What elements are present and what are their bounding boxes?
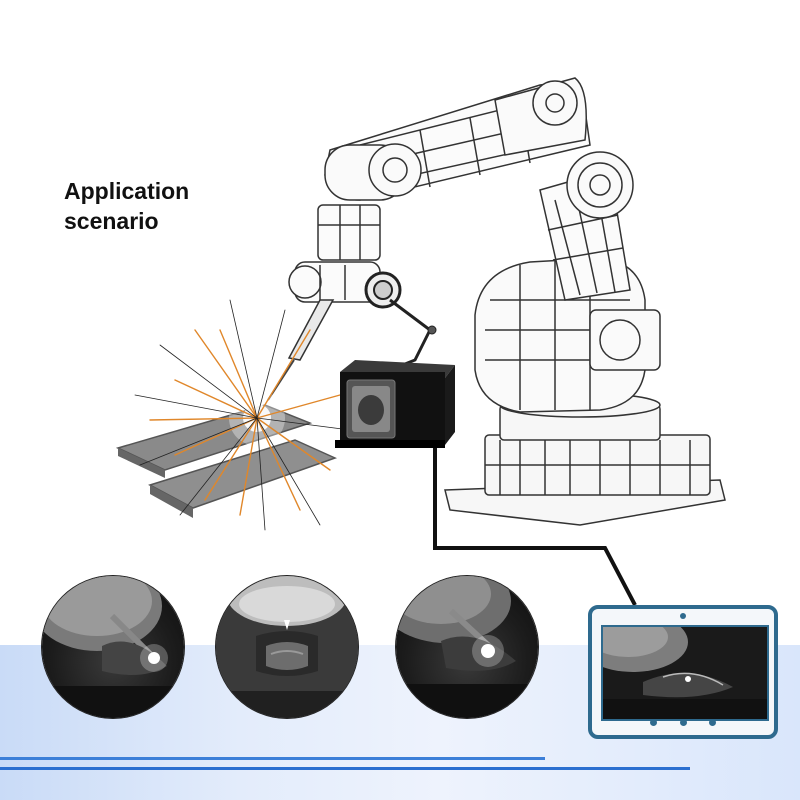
monitor-button-left xyxy=(650,719,658,726)
monitor-buttons xyxy=(592,713,774,731)
welding-sparks xyxy=(134,299,351,531)
camera-view-2 xyxy=(216,576,358,718)
title-line-2: scenario xyxy=(64,208,159,234)
camera-view-2-image xyxy=(216,576,358,718)
robot-elbow-joint xyxy=(566,151,634,219)
robot-base xyxy=(444,392,726,526)
welding-torch xyxy=(267,299,335,401)
monitor-camera-dot xyxy=(680,613,686,619)
accent-line-bottom xyxy=(0,767,690,770)
page-title: Application scenario xyxy=(64,176,284,236)
monitor-button-right xyxy=(708,719,716,726)
welding-camera-icon xyxy=(335,360,455,448)
monitor-icon xyxy=(588,605,778,739)
camera-view-3-image xyxy=(396,576,538,718)
robot-top-motor xyxy=(494,77,587,156)
title-line-1: Application xyxy=(64,178,190,204)
robot-wrist-joint xyxy=(324,143,422,201)
accent-line-top xyxy=(0,757,545,760)
camera-cable xyxy=(433,440,637,606)
camera-view-1 xyxy=(42,576,184,718)
robot-forearm xyxy=(288,204,381,303)
monitor-screen-image xyxy=(603,627,767,719)
camera-view-1-image xyxy=(42,576,184,718)
camera-view-3 xyxy=(396,576,538,718)
monitor-button-center xyxy=(679,719,687,726)
workpiece-plates xyxy=(115,404,338,518)
monitor-screen xyxy=(601,625,769,721)
camera-bracket xyxy=(364,271,437,372)
